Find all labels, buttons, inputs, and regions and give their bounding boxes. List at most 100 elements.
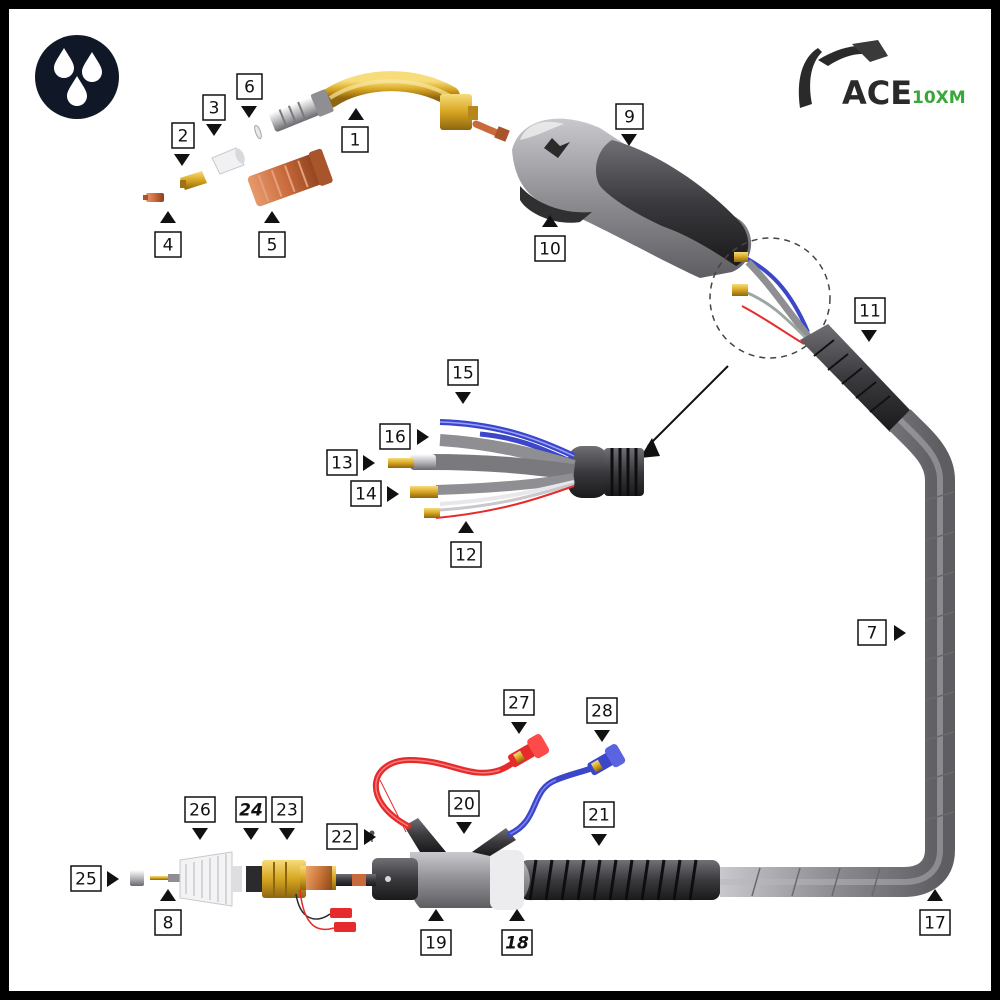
detail-grey-cable-14 [435, 473, 575, 495]
callout-arrow [621, 134, 637, 146]
callout-box [271, 796, 303, 823]
callout-box [447, 359, 479, 386]
callout-21: 21 [583, 801, 615, 846]
callout-arrow [192, 828, 208, 840]
callout-number: 1 [350, 131, 361, 151]
water-connector-blue [587, 744, 626, 776]
callout-4: 4 [154, 211, 182, 258]
callout-box [501, 929, 533, 956]
callout-9: 9 [615, 103, 644, 146]
torch-handle [512, 118, 752, 279]
callout-number: 23 [276, 801, 298, 821]
callout-arrow [107, 871, 119, 887]
callout-number: 16 [384, 428, 406, 448]
callout-box [615, 103, 644, 130]
front-strain-relief [800, 324, 910, 432]
callout-box [202, 94, 226, 121]
callout-box [70, 865, 102, 892]
callout-16: 16 [379, 423, 429, 450]
callout-arrow [348, 108, 364, 120]
callout-number: 14 [355, 485, 377, 505]
callout-arrow [511, 722, 527, 734]
callout-box [154, 231, 182, 258]
callout-23: 23 [271, 796, 303, 840]
callout-number: 26 [189, 801, 211, 821]
connector-nut [179, 851, 242, 907]
callout-box [258, 231, 286, 258]
callout-number: 7 [867, 624, 878, 644]
callout-number: 19 [425, 934, 447, 954]
gas-diffuser [211, 147, 245, 175]
callout-box [171, 122, 195, 149]
callout-box [534, 235, 566, 262]
callout-19: 19 [420, 909, 452, 956]
gas-nozzle [247, 148, 333, 207]
callout-box [235, 796, 267, 823]
callout-box [420, 929, 452, 956]
callout-24: 24 [235, 796, 267, 840]
detail-white-wires [439, 480, 575, 506]
callout-5: 5 [258, 211, 286, 258]
callout-arrow [160, 211, 176, 223]
trigger [520, 186, 592, 223]
callout-number: 3 [209, 99, 220, 119]
callout-3: 3 [202, 94, 226, 136]
detail-callout-circle [709, 237, 831, 359]
callout-arrow [542, 215, 558, 227]
brand-logo: ACE 10XM [798, 40, 966, 112]
callout-2: 2 [171, 122, 195, 166]
callout-26: 26 [184, 796, 216, 840]
callout-number: 5 [267, 236, 278, 256]
detail-brass-fitting-12 [424, 508, 440, 518]
detail-brass-fitting-13 [388, 458, 414, 468]
callout-arrow [264, 211, 280, 223]
callout-box [919, 909, 951, 936]
callout-arrow [927, 889, 943, 901]
callout-15: 15 [447, 359, 479, 404]
callout-number: 21 [588, 806, 610, 826]
callout-1: 1 [341, 108, 369, 153]
callout-14: 14 [350, 480, 399, 507]
callout-25: 25 [70, 865, 119, 892]
callout-arrow [241, 106, 257, 118]
callout-arrow [591, 834, 607, 846]
callout-8: 8 [154, 889, 182, 936]
logo-torch-mark [798, 45, 886, 108]
callout-number: 4 [163, 236, 174, 256]
hose-assembly [332, 324, 955, 910]
callout-box [326, 449, 358, 476]
callout-arrow [279, 828, 295, 840]
tip-holder [180, 171, 207, 190]
callout-arrow [458, 521, 474, 533]
logo-brand-text: ACE [842, 74, 912, 112]
callout-box [350, 480, 382, 507]
callout-number: 11 [859, 302, 881, 322]
callout-number: 22 [331, 828, 353, 848]
callout-number: 25 [75, 870, 97, 890]
o-ring [254, 124, 262, 140]
callout-arrow [417, 429, 429, 445]
rear-spring [520, 860, 720, 900]
callout-number: 6 [244, 78, 255, 98]
page-frame [3, 3, 997, 997]
liner-end [150, 874, 180, 882]
callout-arrow [160, 889, 176, 901]
callout-arrow [455, 392, 471, 404]
callout-17: 17 [919, 889, 951, 936]
callout-number: 17 [924, 914, 946, 934]
callout-arrow [509, 909, 525, 921]
control-wires [295, 889, 356, 932]
detail-exploded-view [388, 365, 729, 519]
callout-28: 28 [586, 697, 618, 742]
callout-27: 27 [503, 689, 535, 734]
callout-arrow [363, 455, 375, 471]
callout-number: 12 [455, 546, 477, 566]
connector-collar [490, 850, 524, 910]
torch-front-parts [143, 71, 510, 207]
callout-number: 9 [624, 108, 635, 128]
water-drops-icon [54, 48, 102, 106]
callout-11: 11 [854, 297, 886, 342]
logo-model-text: 10XM [912, 88, 966, 108]
callout-arrow [243, 828, 259, 840]
